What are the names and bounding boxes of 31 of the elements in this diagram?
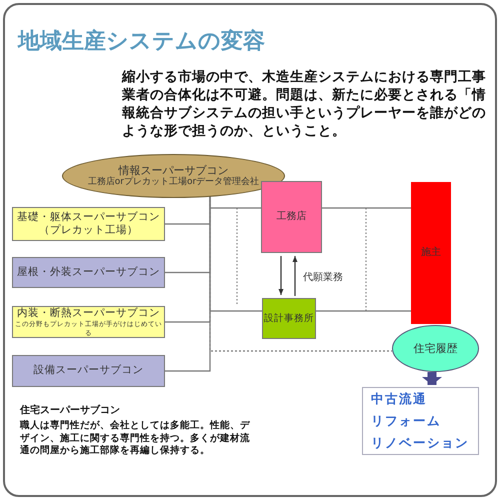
process-box [12,306,165,338]
paragraph: 職人は専門性だが、会社としては多能工。性能、デザイン、施工に関する専門性を持つ。多くが建材流通の問屋から施工部隊を再編し保持する。 [20,420,251,458]
arrow [292,256,298,296]
node-label: 基礎・躯体スーパーサブコン（プレカット工場） [16,210,161,238]
process-box [262,298,316,339]
connector-line [316,310,411,312]
title: 地域生産システムの変容 [18,28,265,56]
node-label: 住宅履歴 [414,342,458,356]
process-box [261,181,322,253]
edge-label: 代願業務 [302,270,344,284]
list-box [362,387,479,455]
node-label: リノベーション [371,435,469,451]
connector-line [322,207,411,209]
paragraph: 縮小する市場の中で、木造生産システムにおける専門工事業者の合体化は不可避。問題は、新たに必要とされる「情報統合サブシステムの担い手というプレーヤーを誰がどのような形で担うのか、ということ。 [122,68,487,140]
node-label: 情報スーパーサブコン [118,164,228,176]
bar-node [411,182,451,324]
node-label: 中古流通 [371,391,427,407]
node-label: 屋根・外装スーパーサブコン [17,266,160,280]
connector-line [209,196,262,312]
process-box [12,355,165,387]
block-arrow [422,372,442,385]
heading: 住宅スーパーサブコン [20,403,121,417]
node-label: 工務店orプレカット工場orデータ管理会社 [88,177,260,188]
node-label: 設備スーパーサブコン [34,364,144,378]
node-label: 設計事務所 [264,312,314,324]
node-label: リフォーム [371,413,441,429]
process-box [12,257,165,288]
arrow [278,256,284,295]
node-label: 工務店 [276,210,306,224]
node-label: 内装・断熱スーパーサブコン [17,307,160,320]
node-label: 施主 [421,246,441,260]
